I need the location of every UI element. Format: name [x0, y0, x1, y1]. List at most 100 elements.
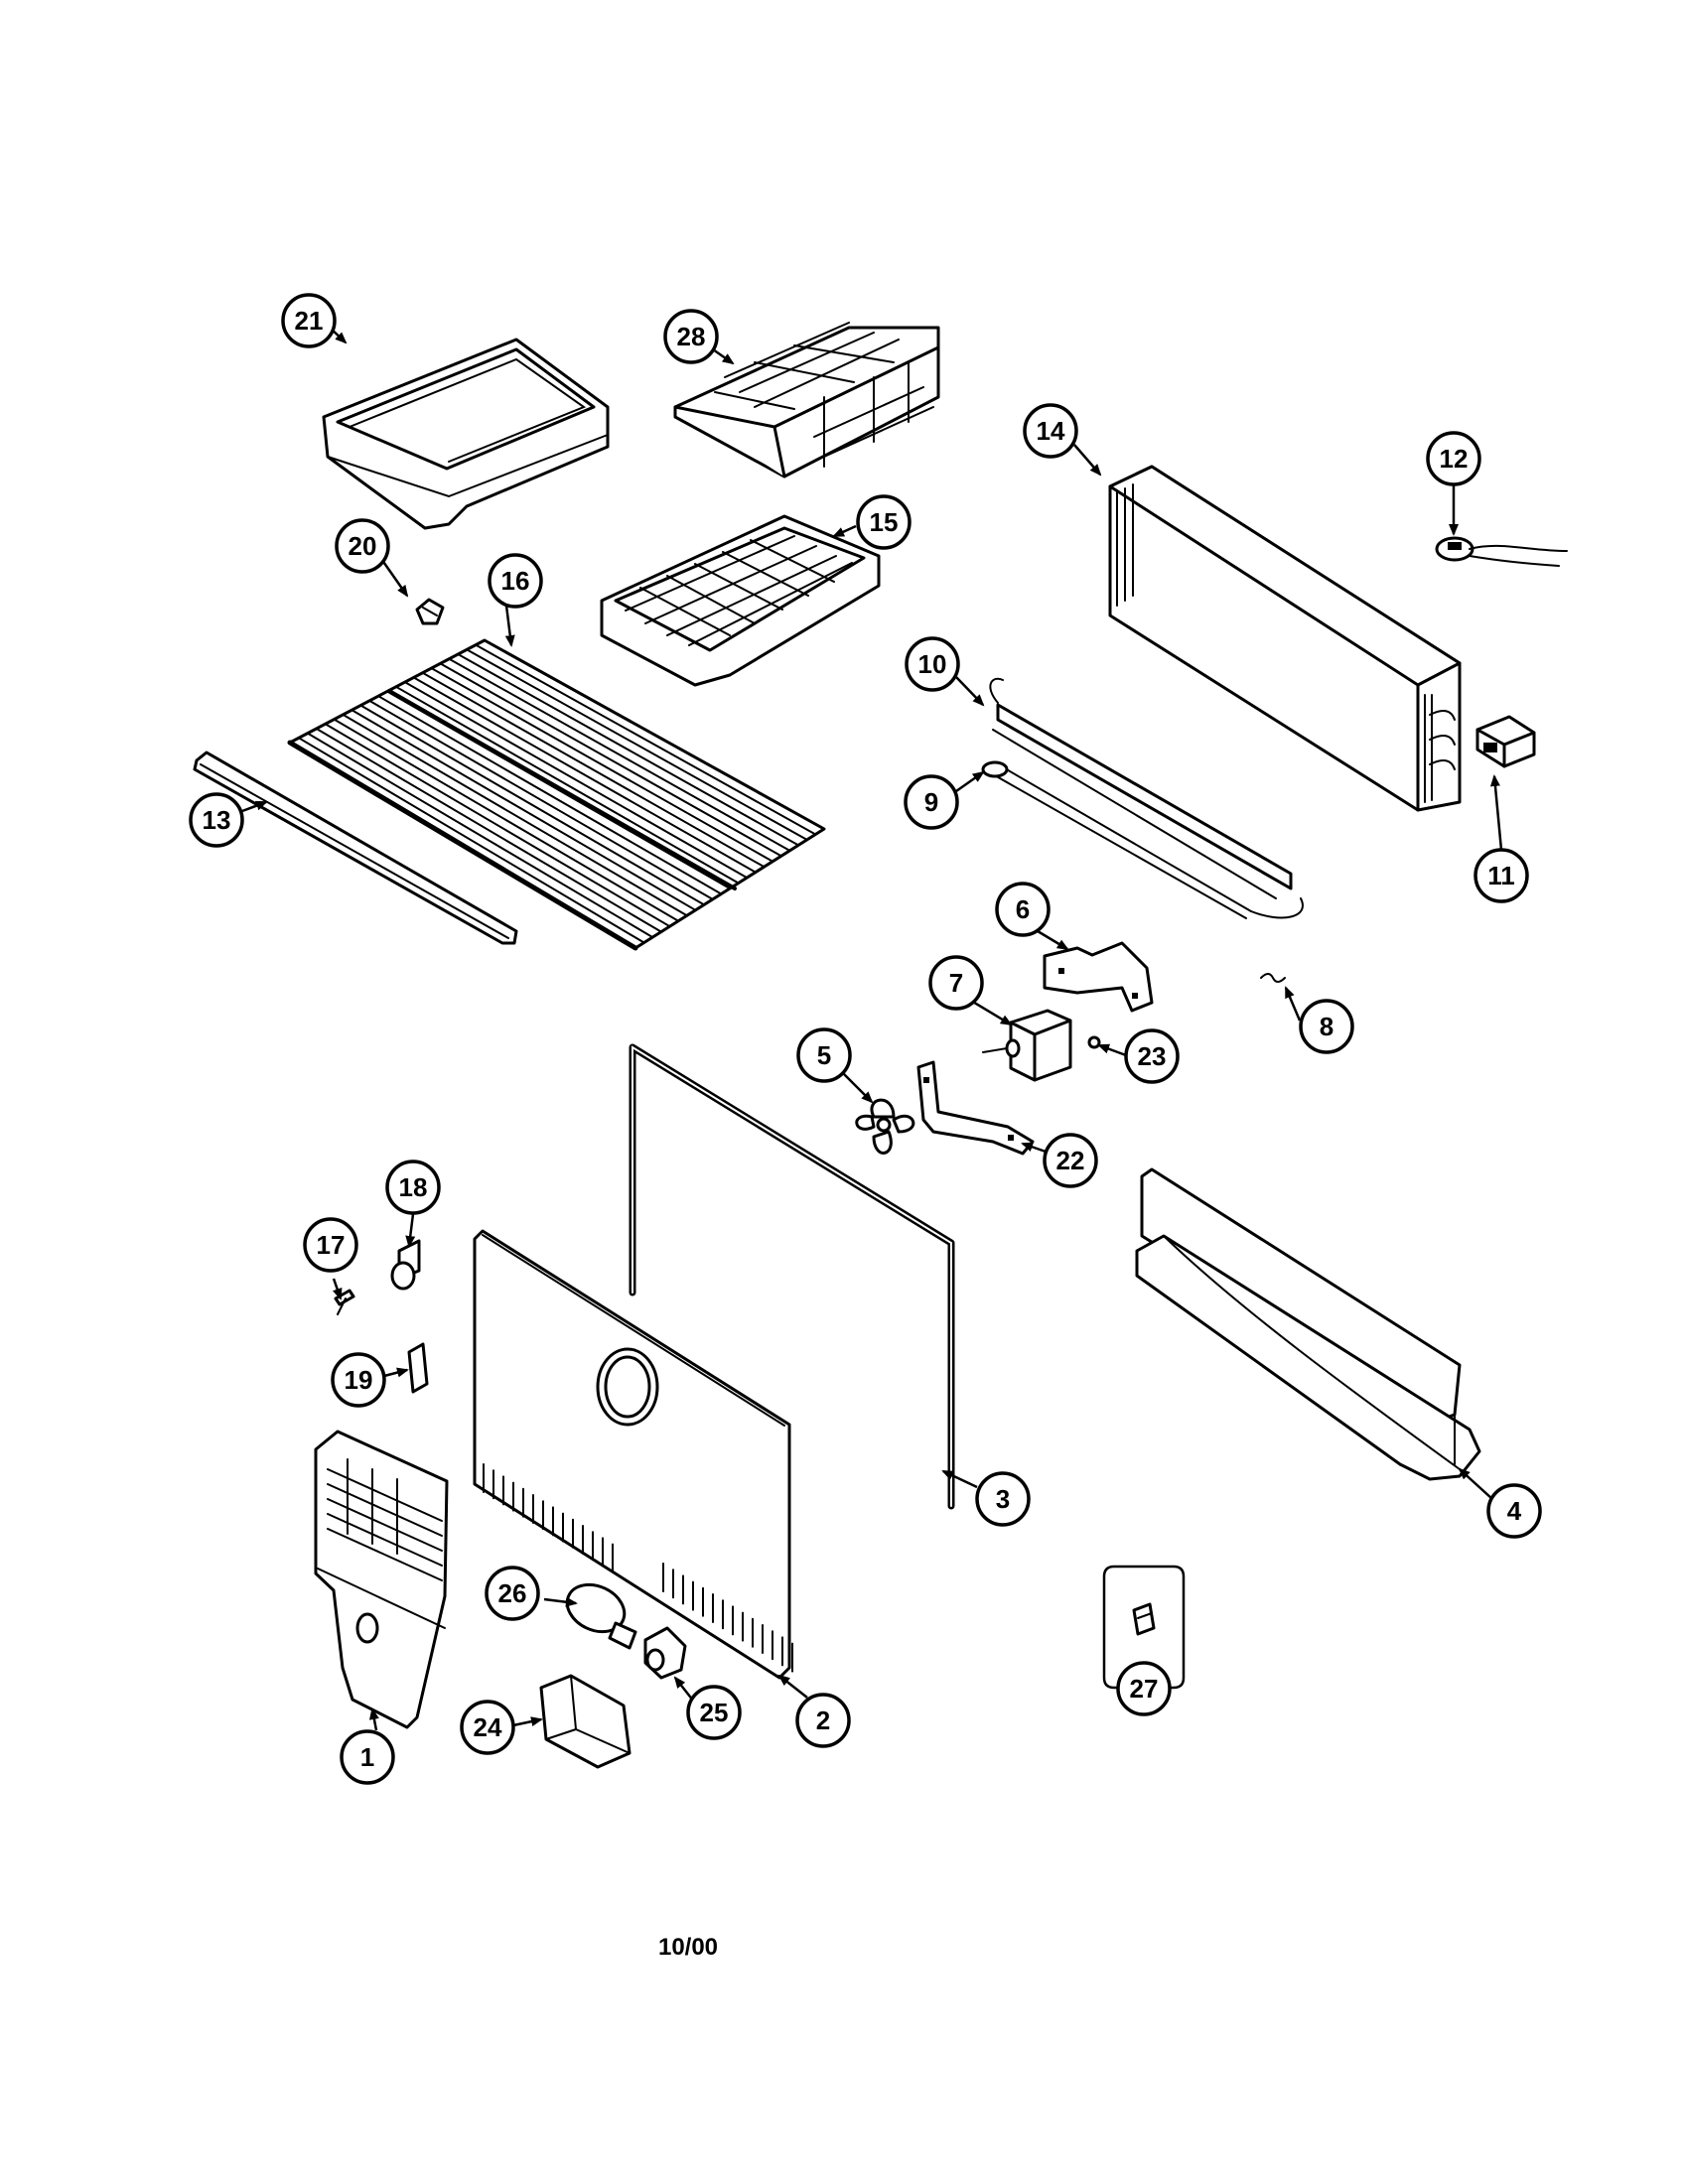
part-5-fan-blade [855, 1098, 915, 1155]
part-18-plug [390, 1239, 421, 1291]
callout-27: 27 [1116, 1661, 1172, 1716]
part-16-wire-shelf [287, 638, 826, 951]
part-2-rear-panel [473, 1229, 793, 1680]
shelf-wire [351, 709, 697, 911]
shelf-wire [439, 662, 782, 858]
part-13-trim-strip [193, 751, 518, 945]
svg-text:4: 4 [1507, 1496, 1522, 1526]
svg-text:1: 1 [360, 1742, 374, 1772]
shelf-wire [457, 653, 800, 847]
shelf-wire [430, 667, 774, 863]
part-4-drain-trough [1135, 1167, 1481, 1481]
svg-text:7: 7 [949, 968, 963, 998]
part-10-9-defrost-heater [981, 677, 1304, 919]
svg-text:14: 14 [1037, 416, 1065, 446]
part-11-terminal-block [1475, 715, 1536, 768]
callout-13: 13 [189, 792, 244, 848]
shelf-wire [466, 648, 808, 841]
part-23-washer [1087, 1035, 1101, 1049]
shelf-wire [377, 695, 723, 895]
callout-26: 26 [485, 1566, 540, 1621]
part-21-ice-bin [322, 338, 610, 530]
svg-text:28: 28 [677, 322, 706, 351]
part-8-clip [1260, 973, 1286, 983]
svg-text:6: 6 [1016, 894, 1030, 924]
svg-text:8: 8 [1320, 1012, 1333, 1041]
svg-text:19: 19 [345, 1365, 373, 1395]
svg-text:2: 2 [816, 1706, 830, 1735]
svg-text:21: 21 [295, 306, 324, 336]
callout-15: 15 [856, 494, 912, 550]
callout-25: 25 [686, 1685, 742, 1740]
shelf-wire [359, 704, 706, 906]
part-28-ice-tray-grid [673, 322, 940, 478]
callout-20: 20 [335, 518, 390, 574]
callout-16: 16 [488, 553, 543, 609]
callout-28: 28 [663, 309, 719, 364]
callout-24: 24 [460, 1700, 515, 1755]
callout-3: 3 [975, 1471, 1031, 1527]
callout-1: 1 [340, 1729, 395, 1785]
svg-text:26: 26 [498, 1578, 527, 1608]
part-14-evaporator [1108, 465, 1462, 812]
shelf-wire [412, 676, 757, 874]
shelf-wire [342, 713, 688, 917]
callout-23: 23 [1124, 1028, 1180, 1084]
date-code: 10/00 [657, 1934, 719, 1961]
shelf-wire [297, 737, 645, 944]
callout-10: 10 [905, 636, 960, 692]
callout-8: 8 [1299, 999, 1354, 1054]
shelf-wire [421, 671, 766, 869]
svg-text:12: 12 [1440, 444, 1469, 474]
part-24-light-shield [539, 1674, 632, 1769]
callout-19: 19 [331, 1352, 386, 1408]
svg-text:23: 23 [1138, 1041, 1167, 1071]
callout-9: 9 [904, 774, 959, 830]
part-12-defrost-thermostat [1435, 536, 1568, 567]
shelf-wire [333, 718, 680, 922]
part-15-ice-cube-tray [600, 514, 881, 687]
shelf-wire [315, 727, 662, 933]
callout-11: 11 [1474, 848, 1529, 903]
part-27-door-switch [1102, 1565, 1186, 1690]
part-6-bracket [1043, 941, 1154, 1013]
callout-4: 4 [1486, 1483, 1542, 1539]
part-19-button [407, 1342, 429, 1394]
shelf-wire [394, 685, 740, 885]
part-20-knob [415, 598, 445, 625]
callout-5: 5 [796, 1027, 852, 1083]
callout-17: 17 [303, 1217, 358, 1273]
callout-6: 6 [995, 882, 1051, 937]
shelf-wire [306, 732, 654, 939]
svg-text:5: 5 [817, 1040, 831, 1070]
part-17-screw [334, 1289, 355, 1315]
svg-text:25: 25 [700, 1698, 729, 1727]
callout-12: 12 [1426, 431, 1481, 486]
svg-text:17: 17 [317, 1230, 346, 1260]
shelf-wire [484, 639, 825, 830]
shelf-wire [368, 699, 714, 900]
part-22-motor-bracket [916, 1060, 1035, 1156]
svg-text:22: 22 [1056, 1146, 1085, 1175]
shelf-wire [403, 681, 749, 880]
svg-text:20: 20 [349, 531, 377, 561]
callout-22: 22 [1043, 1133, 1098, 1188]
callout-2: 2 [795, 1693, 851, 1748]
svg-text:15: 15 [870, 507, 899, 537]
svg-text:27: 27 [1130, 1674, 1159, 1704]
svg-text:13: 13 [203, 805, 231, 835]
svg-text:24: 24 [474, 1712, 502, 1742]
callout-21: 21 [281, 293, 337, 348]
svg-text:3: 3 [996, 1484, 1010, 1514]
part-25-light-socket [643, 1626, 687, 1680]
callout-18: 18 [385, 1160, 441, 1215]
svg-text:16: 16 [501, 566, 530, 596]
shelf-wire [448, 657, 791, 852]
callout-14: 14 [1023, 403, 1078, 459]
svg-text:10: 10 [918, 649, 947, 679]
svg-text:9: 9 [924, 787, 938, 817]
shelf-wire [475, 643, 817, 836]
part-3-gasket-frame [629, 1043, 955, 1510]
svg-text:18: 18 [399, 1172, 428, 1202]
